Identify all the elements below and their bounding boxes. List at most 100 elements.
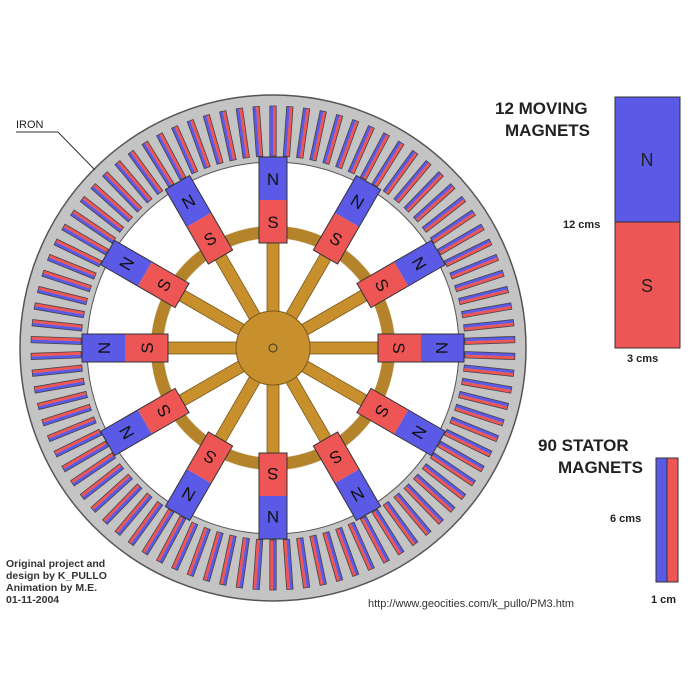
- stator-magnet-south: [404, 486, 442, 525]
- spoke: [266, 379, 280, 461]
- stator-magnet-north: [383, 150, 416, 193]
- stator-magnet-north: [374, 509, 404, 554]
- rotor-magnet-outline: [81, 333, 169, 363]
- stator-magnet-north: [130, 503, 163, 546]
- stator-magnet-south: [464, 339, 515, 345]
- stator-magnet: [371, 140, 405, 188]
- stator-magnet-south: [37, 391, 87, 407]
- stator-magnet-outline: [437, 223, 485, 256]
- stator-magnet-north: [144, 510, 174, 555]
- stator-magnet-south: [206, 114, 224, 164]
- stator-magnet-south: [444, 432, 491, 457]
- stator-magnet-south: [309, 535, 324, 586]
- stator-magnet: [36, 285, 88, 306]
- stator-magnet-outline: [322, 531, 344, 583]
- stator-magnet-outline: [61, 223, 109, 256]
- stator-magnet: [421, 195, 467, 233]
- iron-leader-line: [57, 131, 96, 171]
- stator-magnet: [202, 113, 224, 165]
- stator-magnet: [458, 285, 510, 306]
- stator-magnet-outline: [335, 526, 360, 578]
- stator-magnet-south: [459, 289, 509, 305]
- stator-magnet-south: [449, 419, 498, 442]
- stator-magnet-north: [432, 452, 476, 484]
- stator-magnet-north: [312, 535, 327, 585]
- rotor-magnet: NS: [312, 174, 382, 265]
- rotor-magnet-south: [259, 200, 287, 243]
- stator-magnet-outline: [322, 113, 344, 165]
- stator-magnet-south: [93, 183, 133, 220]
- stator-magnet: [252, 538, 264, 591]
- stator-magnet-north: [219, 111, 234, 161]
- stator-magnet-outline: [458, 390, 510, 411]
- rotor-magnet: NS: [312, 431, 382, 522]
- stator-magnet-north: [31, 322, 83, 332]
- stator-magnet: [53, 428, 103, 458]
- stator-magnet-south: [61, 441, 107, 469]
- stator-magnet-south: [286, 106, 294, 157]
- stator-magnet-height: 6 cms: [610, 513, 642, 525]
- source-url: http://www.geocities.com/k_pullo/PM3.htm: [368, 598, 575, 610]
- stator-magnet: [296, 537, 311, 589]
- rotor-spoke: [266, 235, 280, 317]
- stator-magnet: [449, 253, 500, 280]
- stator-magnet-outline: [429, 452, 476, 487]
- stator-magnet-south: [174, 125, 198, 173]
- stator-magnet: [464, 335, 516, 345]
- stator-magnet-north: [61, 227, 107, 255]
- rotor-magnet-north: [334, 469, 381, 521]
- rotor-magnet-outline: [356, 387, 447, 457]
- stator-magnet-south: [462, 305, 512, 318]
- stator-magnet: [61, 440, 109, 473]
- stator-magnet: [141, 508, 175, 556]
- rotor-magnet-north: [82, 334, 125, 362]
- stator-magnet: [46, 253, 97, 280]
- stator-magnet-north: [458, 286, 508, 302]
- stator-magnet-outline: [464, 335, 516, 345]
- stator-magnet-outline: [114, 159, 153, 204]
- stator-magnet-south: [463, 368, 514, 377]
- stator-magnet-south: [348, 523, 372, 571]
- stator-magnet-north: [37, 289, 87, 305]
- stator-magnet-north: [55, 432, 102, 457]
- stator-magnet-south: [283, 539, 290, 590]
- stator-magnet-north: [34, 305, 84, 318]
- stator-magnet: [371, 508, 405, 556]
- stator-magnet-north: [445, 429, 492, 455]
- stator-magnet-north: [32, 368, 83, 377]
- rotor-magnet-outline: [258, 452, 288, 540]
- stator-magnet-outline: [79, 463, 125, 501]
- stator-magnet-outline: [371, 140, 405, 188]
- stator-magnet-north: [464, 336, 515, 342]
- stator-magnet-south: [406, 173, 444, 213]
- stator-magnet-south: [91, 474, 131, 510]
- stator-magnet-south: [445, 241, 492, 267]
- stator-magnet-south: [70, 452, 114, 484]
- stator-magnet-north: [459, 391, 509, 407]
- stator-magnet-outline: [309, 534, 327, 586]
- stator-magnet-outline: [46, 416, 97, 443]
- rotor-magnet-outline: [164, 431, 234, 522]
- stator-magnet-north: [299, 537, 310, 588]
- stator-magnet-outline: [79, 195, 125, 233]
- legend-pole-n: N: [641, 150, 654, 170]
- stator-magnet-north: [142, 142, 172, 187]
- stator-magnet-north: [156, 134, 183, 180]
- stator-magnet: [127, 149, 164, 196]
- stator-magnet-north: [286, 539, 294, 590]
- rotor-magnet-south: [356, 261, 409, 308]
- stator-magnet-south: [63, 224, 109, 253]
- stator-magnet-outline: [102, 171, 143, 213]
- stator-magnet-outline: [437, 440, 485, 473]
- rotor-magnet-outline: [356, 239, 447, 309]
- stator-magnet-north: [393, 160, 429, 201]
- stator-magnet-north: [283, 106, 290, 157]
- stator-magnet-outline: [90, 473, 134, 513]
- stator-magnet-north: [63, 444, 109, 472]
- stator-magnet-north: [269, 106, 273, 156]
- rotor-pole-n: N: [95, 342, 114, 354]
- stator-magnet: [429, 209, 476, 244]
- rotor-magnet-south: [378, 334, 421, 362]
